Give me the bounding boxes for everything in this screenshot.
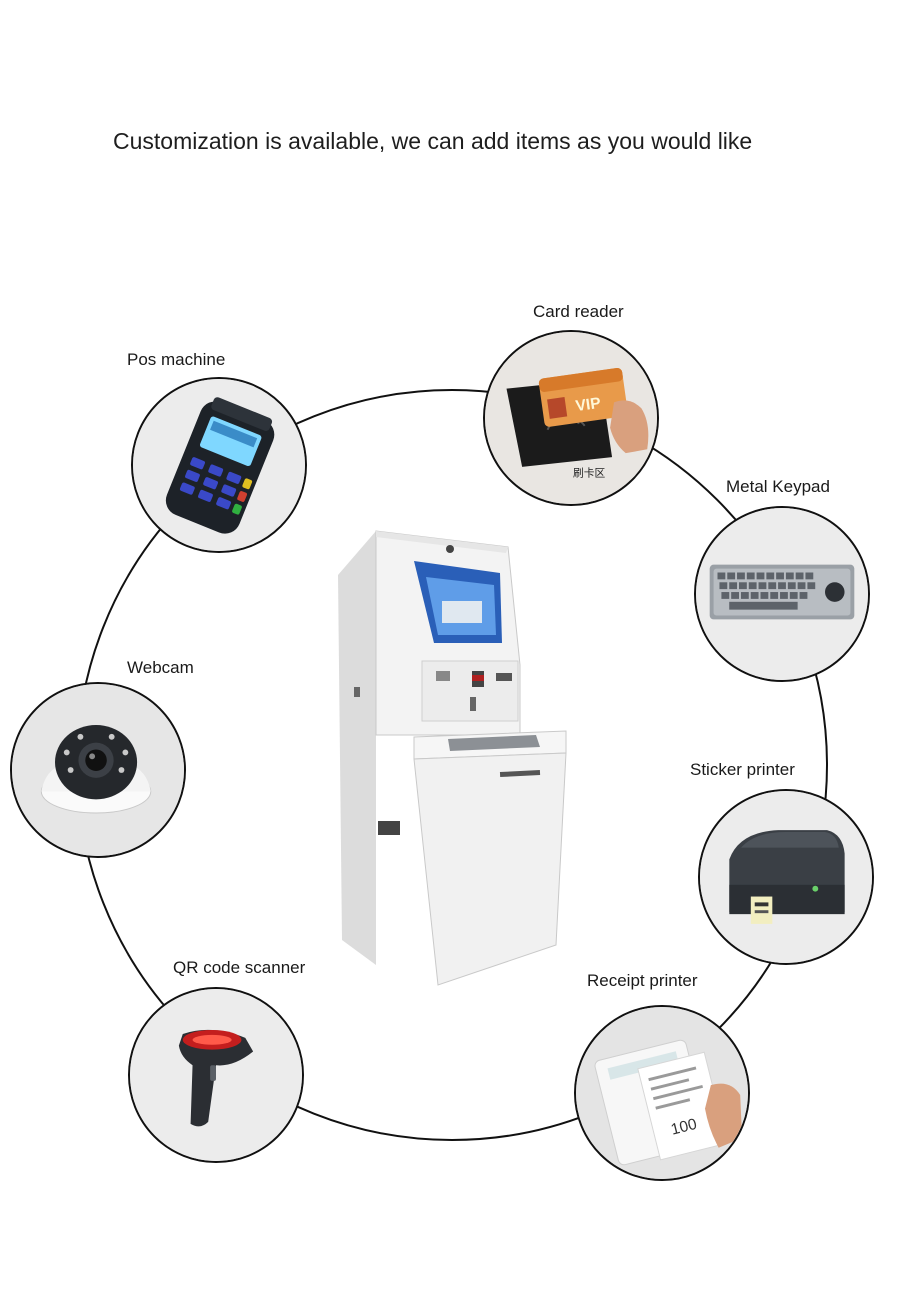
metal-keypad-bubble <box>694 506 870 682</box>
qr-scanner-bubble <box>128 987 304 1163</box>
kiosk-image <box>330 525 575 990</box>
webcam-icon <box>12 684 184 856</box>
card-reader-bubble: VIP 刷卡区 <box>483 330 659 506</box>
metal-keypad-icon <box>696 508 868 680</box>
receipt-printer-bubble: 100 <box>574 1005 750 1181</box>
sticker-printer-icon <box>700 791 872 963</box>
card-badge-text: VIP <box>575 395 602 415</box>
pos-machine-icon <box>133 379 305 551</box>
kiosk-icon <box>338 530 567 986</box>
webcam-label: Webcam <box>127 658 194 677</box>
webcam-bubble <box>10 682 186 858</box>
metal-keypad-label: Metal Keypad <box>726 477 830 496</box>
qr-scanner-icon <box>130 989 302 1161</box>
receipt-stamp-text: 100 <box>669 1116 699 1139</box>
page-title: Customization is available, we can add i… <box>113 128 753 154</box>
pos-machine-label: Pos machine <box>127 350 226 369</box>
receipt-printer-label: Receipt printer <box>587 971 698 990</box>
qr-code-scanner-label: QR code scanner <box>173 958 306 977</box>
card-reader-icon: VIP 刷卡区 <box>485 332 657 504</box>
receipt-printer-icon: 100 <box>576 1007 748 1179</box>
sticker-printer-bubble <box>698 789 874 965</box>
sticker-printer-label: Sticker printer <box>690 760 795 779</box>
card-reader-label: Card reader <box>533 302 624 321</box>
card-zone-text: 刷卡区 <box>573 467 606 480</box>
pos-machine-bubble <box>131 377 307 553</box>
